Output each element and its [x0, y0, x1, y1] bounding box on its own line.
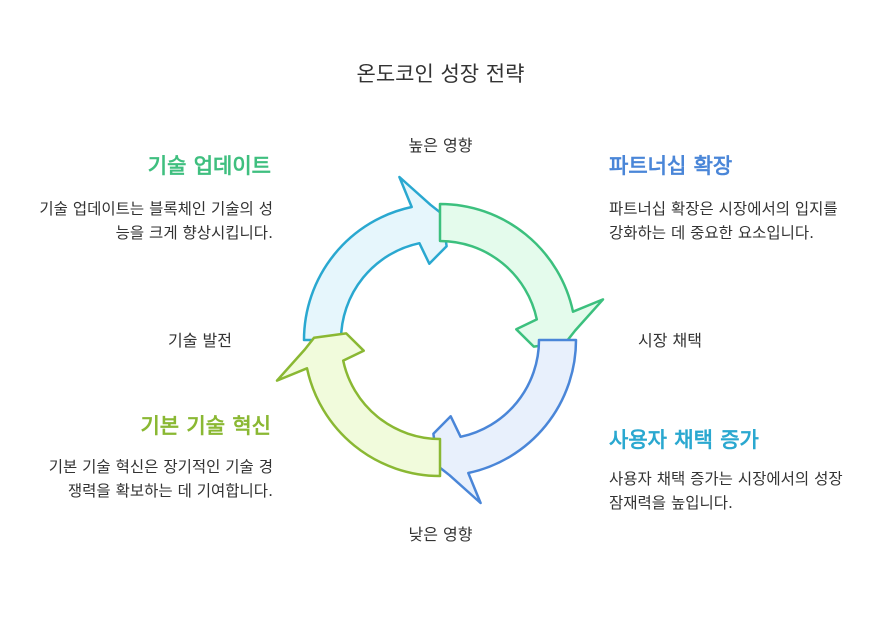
axis-label-right: 시장 채택: [638, 331, 702, 350]
quadrant-heading-top-left: 기술 업데이트: [147, 154, 271, 178]
cycle-segment-top-right: [438, 202, 605, 348]
quadrant-heading-top-right: 파트너십 확장: [609, 154, 733, 178]
cycle-segment-top-left: [302, 175, 448, 342]
diagram-title: 온도코인 성장 전략: [356, 62, 525, 86]
quadrant-heading-bottom-left: 기본 기술 혁신: [140, 414, 271, 438]
cycle-segment-bottom-left: [275, 332, 442, 478]
quadrant-text-top-right: 파트너십 확장은 시장에서의 입지를 강화하는 데 중요한 요소입니다.: [609, 200, 838, 242]
axis-label-bottom: 낮은 영향: [408, 525, 473, 544]
quadrant-text-bottom-left: 기본 기술 혁신은 장기적인 기술 경쟁력을 확보하는 데 기여합니다.: [48, 458, 273, 500]
axis-label-left: 기술 발전: [168, 331, 232, 350]
quadrant-text-bottom-right: 사용자 채택 증가는 시장에서의 성장 잠재력을 높입니다.: [609, 470, 843, 512]
axis-label-top: 높은 영향: [408, 136, 473, 155]
quadrant-heading-bottom-right: 사용자 채택 증가: [609, 428, 759, 452]
cycle-segment-bottom-right: [432, 338, 578, 505]
quadrant-text-top-left: 기술 업데이트는 블록체인 기술의 성능을 크게 향상시킵니다.: [39, 200, 273, 242]
